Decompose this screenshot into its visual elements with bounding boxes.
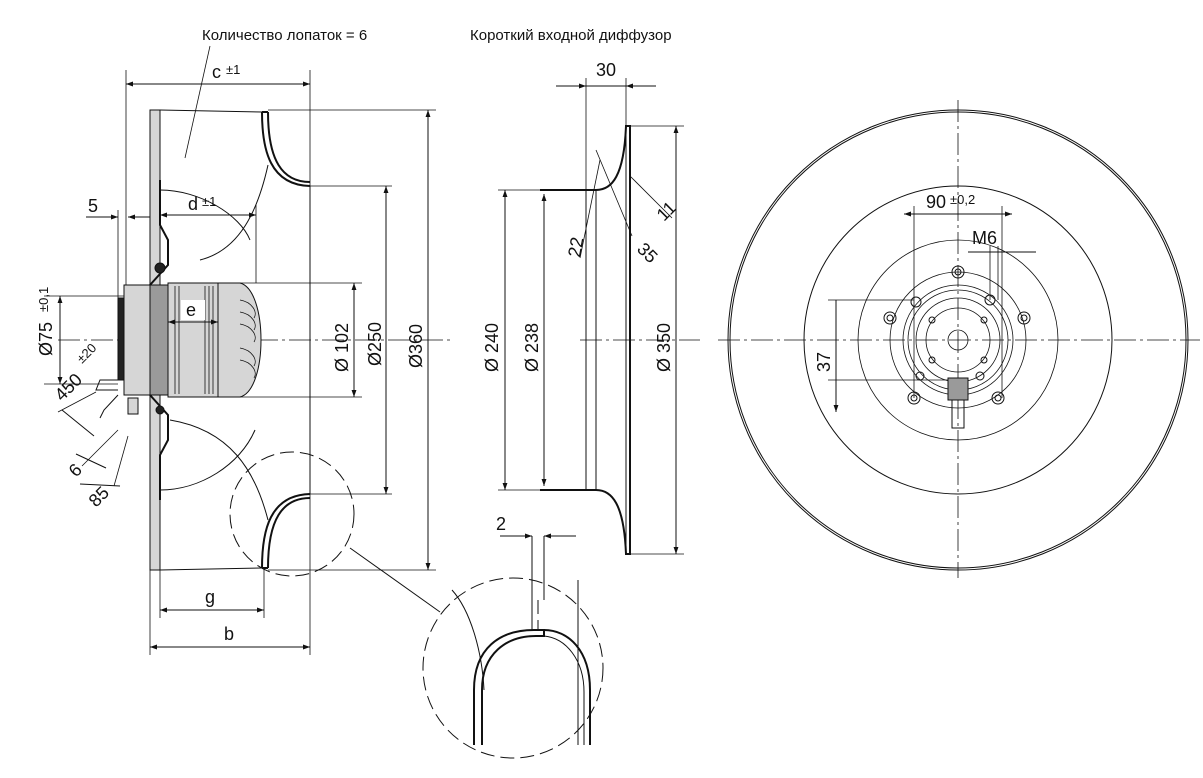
dim-d238-label: Ø 238 <box>522 323 542 372</box>
dim-2-label: 2 <box>496 514 506 534</box>
dim-d-label: d <box>188 194 198 214</box>
diffuser-note: Короткий входной диффузор <box>470 27 672 44</box>
dim-d-tolerance: ±1 <box>202 194 216 209</box>
dim-450-tolerance: ±20 <box>74 340 100 366</box>
dim-m6-label: M6 <box>972 228 997 248</box>
dim-5-label: 5 <box>88 196 98 216</box>
dim-e-label: e <box>186 300 196 320</box>
dim-90-tolerance: ±0,2 <box>950 192 975 207</box>
dim-30-label: 30 <box>596 60 616 80</box>
dim-d75-tolerance: ±0,1 <box>36 287 51 312</box>
dim-d240-label: Ø 240 <box>482 323 502 372</box>
dim-35-label: 35 <box>633 239 661 267</box>
dim-c-tolerance: ±1 <box>226 62 240 77</box>
dim-b-label: b <box>224 624 234 644</box>
dim-d75-label: Ø75 <box>36 322 56 356</box>
dim-37-label: 37 <box>814 352 834 372</box>
dim-6-label: 6 <box>65 460 86 481</box>
diffuser-view: 30 11 35 22 Ø 240 Ø 238 Ø 350 <box>482 60 700 555</box>
dim-d360-label: Ø360 <box>406 324 426 368</box>
side-view: c ±1 5 d ±1 e g b Ø75 ±0,1 <box>36 45 450 655</box>
dim-90-label: 90 <box>926 192 946 212</box>
dim-d350-label: Ø 350 <box>654 323 674 372</box>
dim-d250-label: Ø250 <box>365 322 385 366</box>
dim-g-label: g <box>205 587 215 607</box>
dim-d102-label: Ø 102 <box>332 323 352 372</box>
front-view: 90 ±0,2 M6 37 <box>718 100 1200 578</box>
dim-c-label: c <box>212 62 221 82</box>
detail-view: 2 <box>349 514 604 759</box>
dim-450-label: 450 <box>51 369 86 404</box>
blade-count-note: Количество лопаток = 6 <box>202 27 367 44</box>
dim-85-label: 85 <box>85 483 113 511</box>
dim-22-label: 22 <box>564 235 587 258</box>
